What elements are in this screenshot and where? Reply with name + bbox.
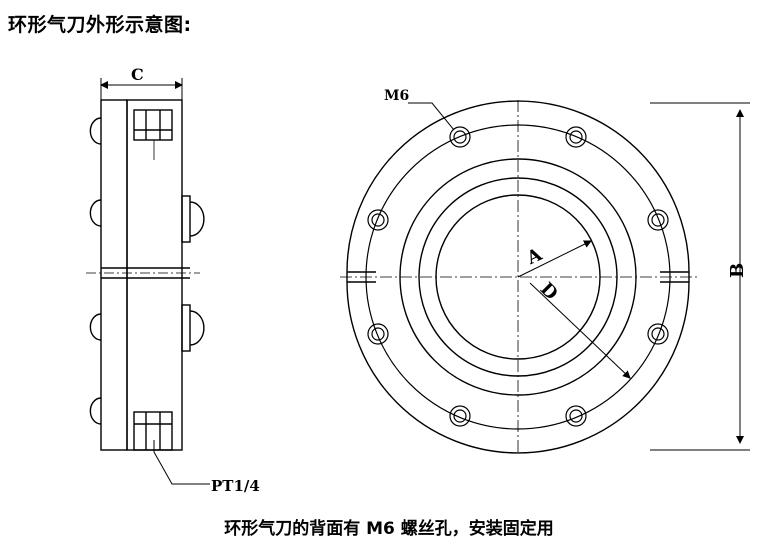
front-view (340, 100, 750, 455)
dim-c-label: C (131, 65, 144, 84)
dim-a-label: A (523, 244, 546, 270)
port-label: PT1/4 (211, 477, 260, 495)
dim-b-label: B (727, 263, 748, 278)
dim-d-label: D (536, 279, 562, 305)
bolt-holes (367, 126, 669, 427)
screw-label: M6 (384, 88, 409, 104)
page-title: 环形气刀外形示意图: (8, 14, 192, 36)
side-view (86, 78, 210, 485)
caption: 环形气刀的背面有 M6 螺丝孔，安装固定用 (224, 519, 554, 539)
